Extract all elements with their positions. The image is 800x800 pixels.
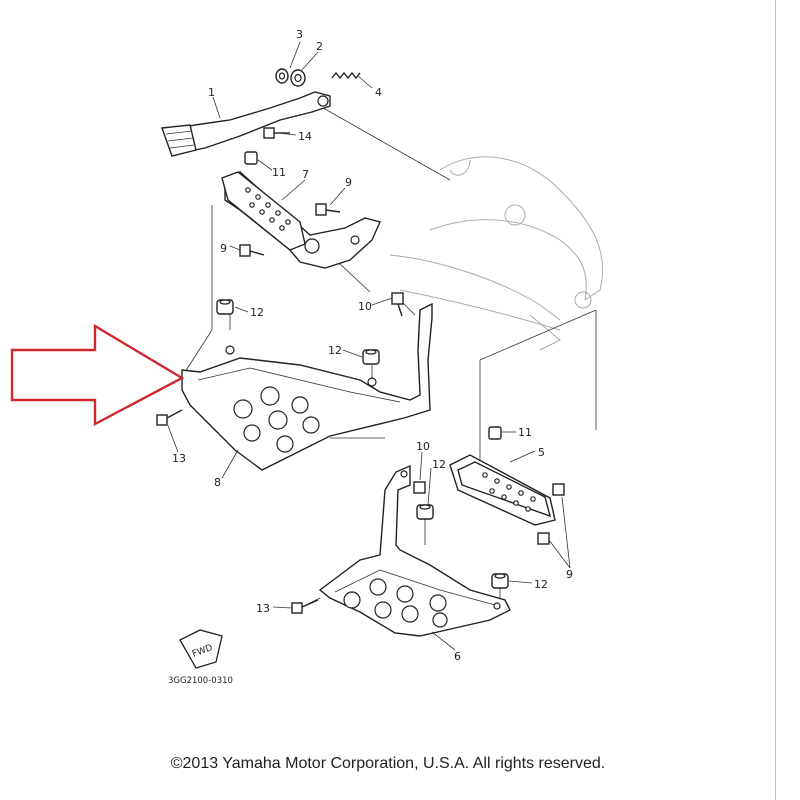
callout-1: 1	[208, 86, 215, 99]
callout-9-upper-b: 9	[220, 242, 227, 255]
callout-12-c: 12	[432, 458, 446, 471]
collar-part-12-a	[216, 299, 234, 315]
callout-13-left: 13	[172, 452, 186, 465]
callout-9-upper-a: 9	[345, 176, 352, 189]
footrest-bracket-part-7	[221, 171, 381, 269]
callout-14: 14	[298, 130, 312, 143]
nut-part-11-lower	[488, 426, 502, 440]
nut-part-11-upper	[244, 151, 258, 165]
callout-13-right: 13	[256, 602, 270, 615]
footrest-guard-part-8	[181, 302, 433, 471]
page-edge-line	[775, 0, 776, 800]
callout-7: 7	[302, 168, 309, 181]
callout-10-lower: 10	[416, 440, 430, 453]
callout-3: 3	[296, 28, 303, 41]
footrest-guard-part-6	[318, 464, 511, 637]
brake-pedal-part-1	[161, 91, 331, 157]
bolt-part-9-lower-b	[537, 532, 550, 545]
callout-leaders	[167, 41, 571, 651]
bolt-part-9-upper-a	[315, 203, 341, 216]
bolt-part-10-lower	[413, 481, 426, 494]
bolt-part-14	[263, 127, 290, 139]
callout-2: 2	[316, 40, 323, 53]
washer-part-2	[290, 69, 306, 87]
spring-part-4	[331, 71, 361, 80]
frame-outline	[389, 156, 604, 351]
callout-11-lower: 11	[518, 426, 532, 439]
callout-12-d: 12	[534, 578, 548, 591]
callout-numbers: 3 2 4 1 14 11 7 9 9 12 10 12 13 8 11 5 1…	[172, 28, 573, 663]
clip-part-3	[275, 68, 289, 84]
callout-10-upper: 10	[358, 300, 372, 313]
callout-5: 5	[538, 446, 545, 459]
callout-6: 6	[454, 650, 461, 663]
callout-4: 4	[375, 86, 382, 99]
fwd-arrow-badge: FWD	[179, 629, 223, 669]
bolt-part-13-left	[156, 409, 183, 426]
callout-8: 8	[214, 476, 221, 489]
bolt-part-9-lower-a	[552, 483, 565, 496]
callout-12-a: 12	[250, 306, 264, 319]
bolt-part-13-right	[291, 599, 319, 614]
bolt-part-10-upper	[391, 292, 404, 317]
collar-part-12-c	[416, 504, 434, 520]
callout-12-b: 12	[328, 344, 342, 357]
highlight-arrow	[10, 323, 185, 426]
callout-9-lower: 9	[566, 568, 573, 581]
drawing-code: 3GG2100-0310	[168, 676, 233, 686]
bolt-part-9-upper-b	[239, 244, 265, 257]
footrest-teeth	[245, 187, 291, 231]
copyright-notice: ©2013 Yamaha Motor Corporation, U.S.A. A…	[170, 755, 606, 772]
callout-11-upper: 11	[272, 166, 286, 179]
collar-part-12-d	[491, 573, 509, 589]
collar-part-12-b	[362, 349, 380, 365]
footrest-part-5	[449, 454, 556, 526]
